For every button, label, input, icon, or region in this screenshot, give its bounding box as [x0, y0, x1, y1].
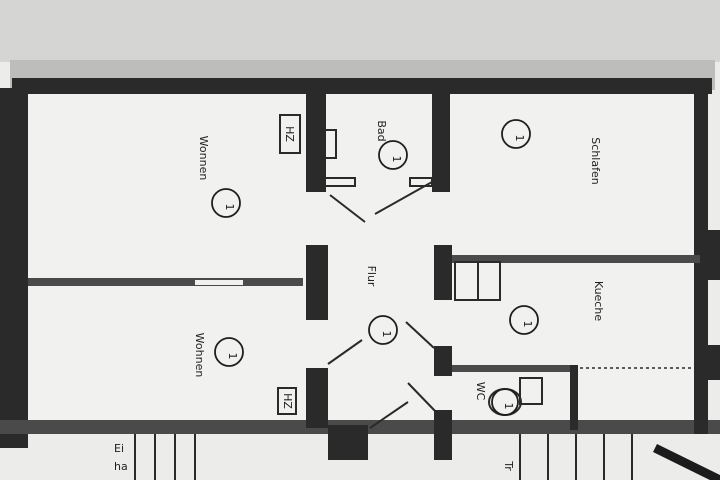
- room-label-kueche: Kueche: [592, 281, 605, 321]
- wall-entry-left: [328, 425, 368, 460]
- room-marker-kueche: 1: [521, 321, 534, 328]
- room-marker-circle-flur: [368, 315, 398, 345]
- outer-wall-top: [12, 78, 712, 94]
- door-kueche: [405, 321, 435, 349]
- wall-lower-left: [306, 368, 328, 428]
- room-label-schlafen: Schlafen: [589, 137, 602, 184]
- room-marker-circle-schlafen: [501, 119, 531, 149]
- room-label-wc: WC: [474, 382, 487, 401]
- wall-lower-right: [434, 346, 452, 376]
- bad-fixture: [315, 129, 337, 159]
- edge-text-2: ha: [114, 460, 128, 473]
- divider-gap: [195, 280, 243, 285]
- heater-label-bottom: HZ: [281, 393, 294, 409]
- room-label-flur: Flur: [365, 266, 378, 287]
- door-entry: [369, 401, 409, 429]
- room-label-bad: Bad: [375, 120, 388, 141]
- wc-cistern: [519, 377, 543, 405]
- door-wc: [407, 382, 437, 413]
- wall-flur-left: [306, 245, 328, 320]
- wall-wc-top: [452, 365, 577, 372]
- outer-wall-right-bump-2: [704, 345, 720, 380]
- door-wohnen-bottom: [327, 339, 363, 365]
- wall-bad-right: [432, 92, 450, 192]
- outer-wall-left: [0, 88, 28, 448]
- outer-wall-right-bump: [704, 230, 720, 280]
- room-marker-circle-wonnen: [211, 188, 241, 218]
- room-marker-flur: 1: [380, 331, 393, 338]
- edge-text-1: Ei: [114, 442, 124, 455]
- pen-shadow: [653, 443, 720, 480]
- room-marker-circle-kueche: [509, 305, 539, 335]
- room-marker-bad: 1: [390, 156, 403, 163]
- wall-entry-right: [434, 410, 452, 460]
- wall-wc-right: [570, 365, 578, 430]
- heater-label-top: HZ: [283, 126, 296, 142]
- bad-fixture-2: [324, 177, 356, 187]
- wall-kueche-top: [452, 255, 700, 263]
- room-label-wohnen: Wohnen: [193, 333, 206, 378]
- room-label-wonnen: Wonnen: [197, 136, 210, 181]
- door-bad-right: [374, 181, 433, 215]
- room-marker-wonnen: 1: [223, 204, 236, 211]
- room-marker-circle-wc: [491, 388, 519, 416]
- room-marker-circle-wohnen: [214, 337, 244, 367]
- wall-flur-right: [434, 245, 452, 300]
- door-bad-left: [329, 194, 366, 223]
- room-marker-schlafen: 1: [513, 135, 526, 142]
- scan-shadow-top: [0, 0, 720, 62]
- room-marker-wohnen: 1: [226, 353, 239, 360]
- wall-wohnen-divider: [28, 278, 303, 286]
- heater-top: [279, 114, 301, 154]
- room-marker-wc: 1: [502, 403, 515, 410]
- stairs: [134, 434, 633, 480]
- room-marker-circle-bad: [378, 140, 408, 170]
- edge-text-3: Tr: [502, 460, 515, 471]
- heater-bottom: [277, 387, 297, 415]
